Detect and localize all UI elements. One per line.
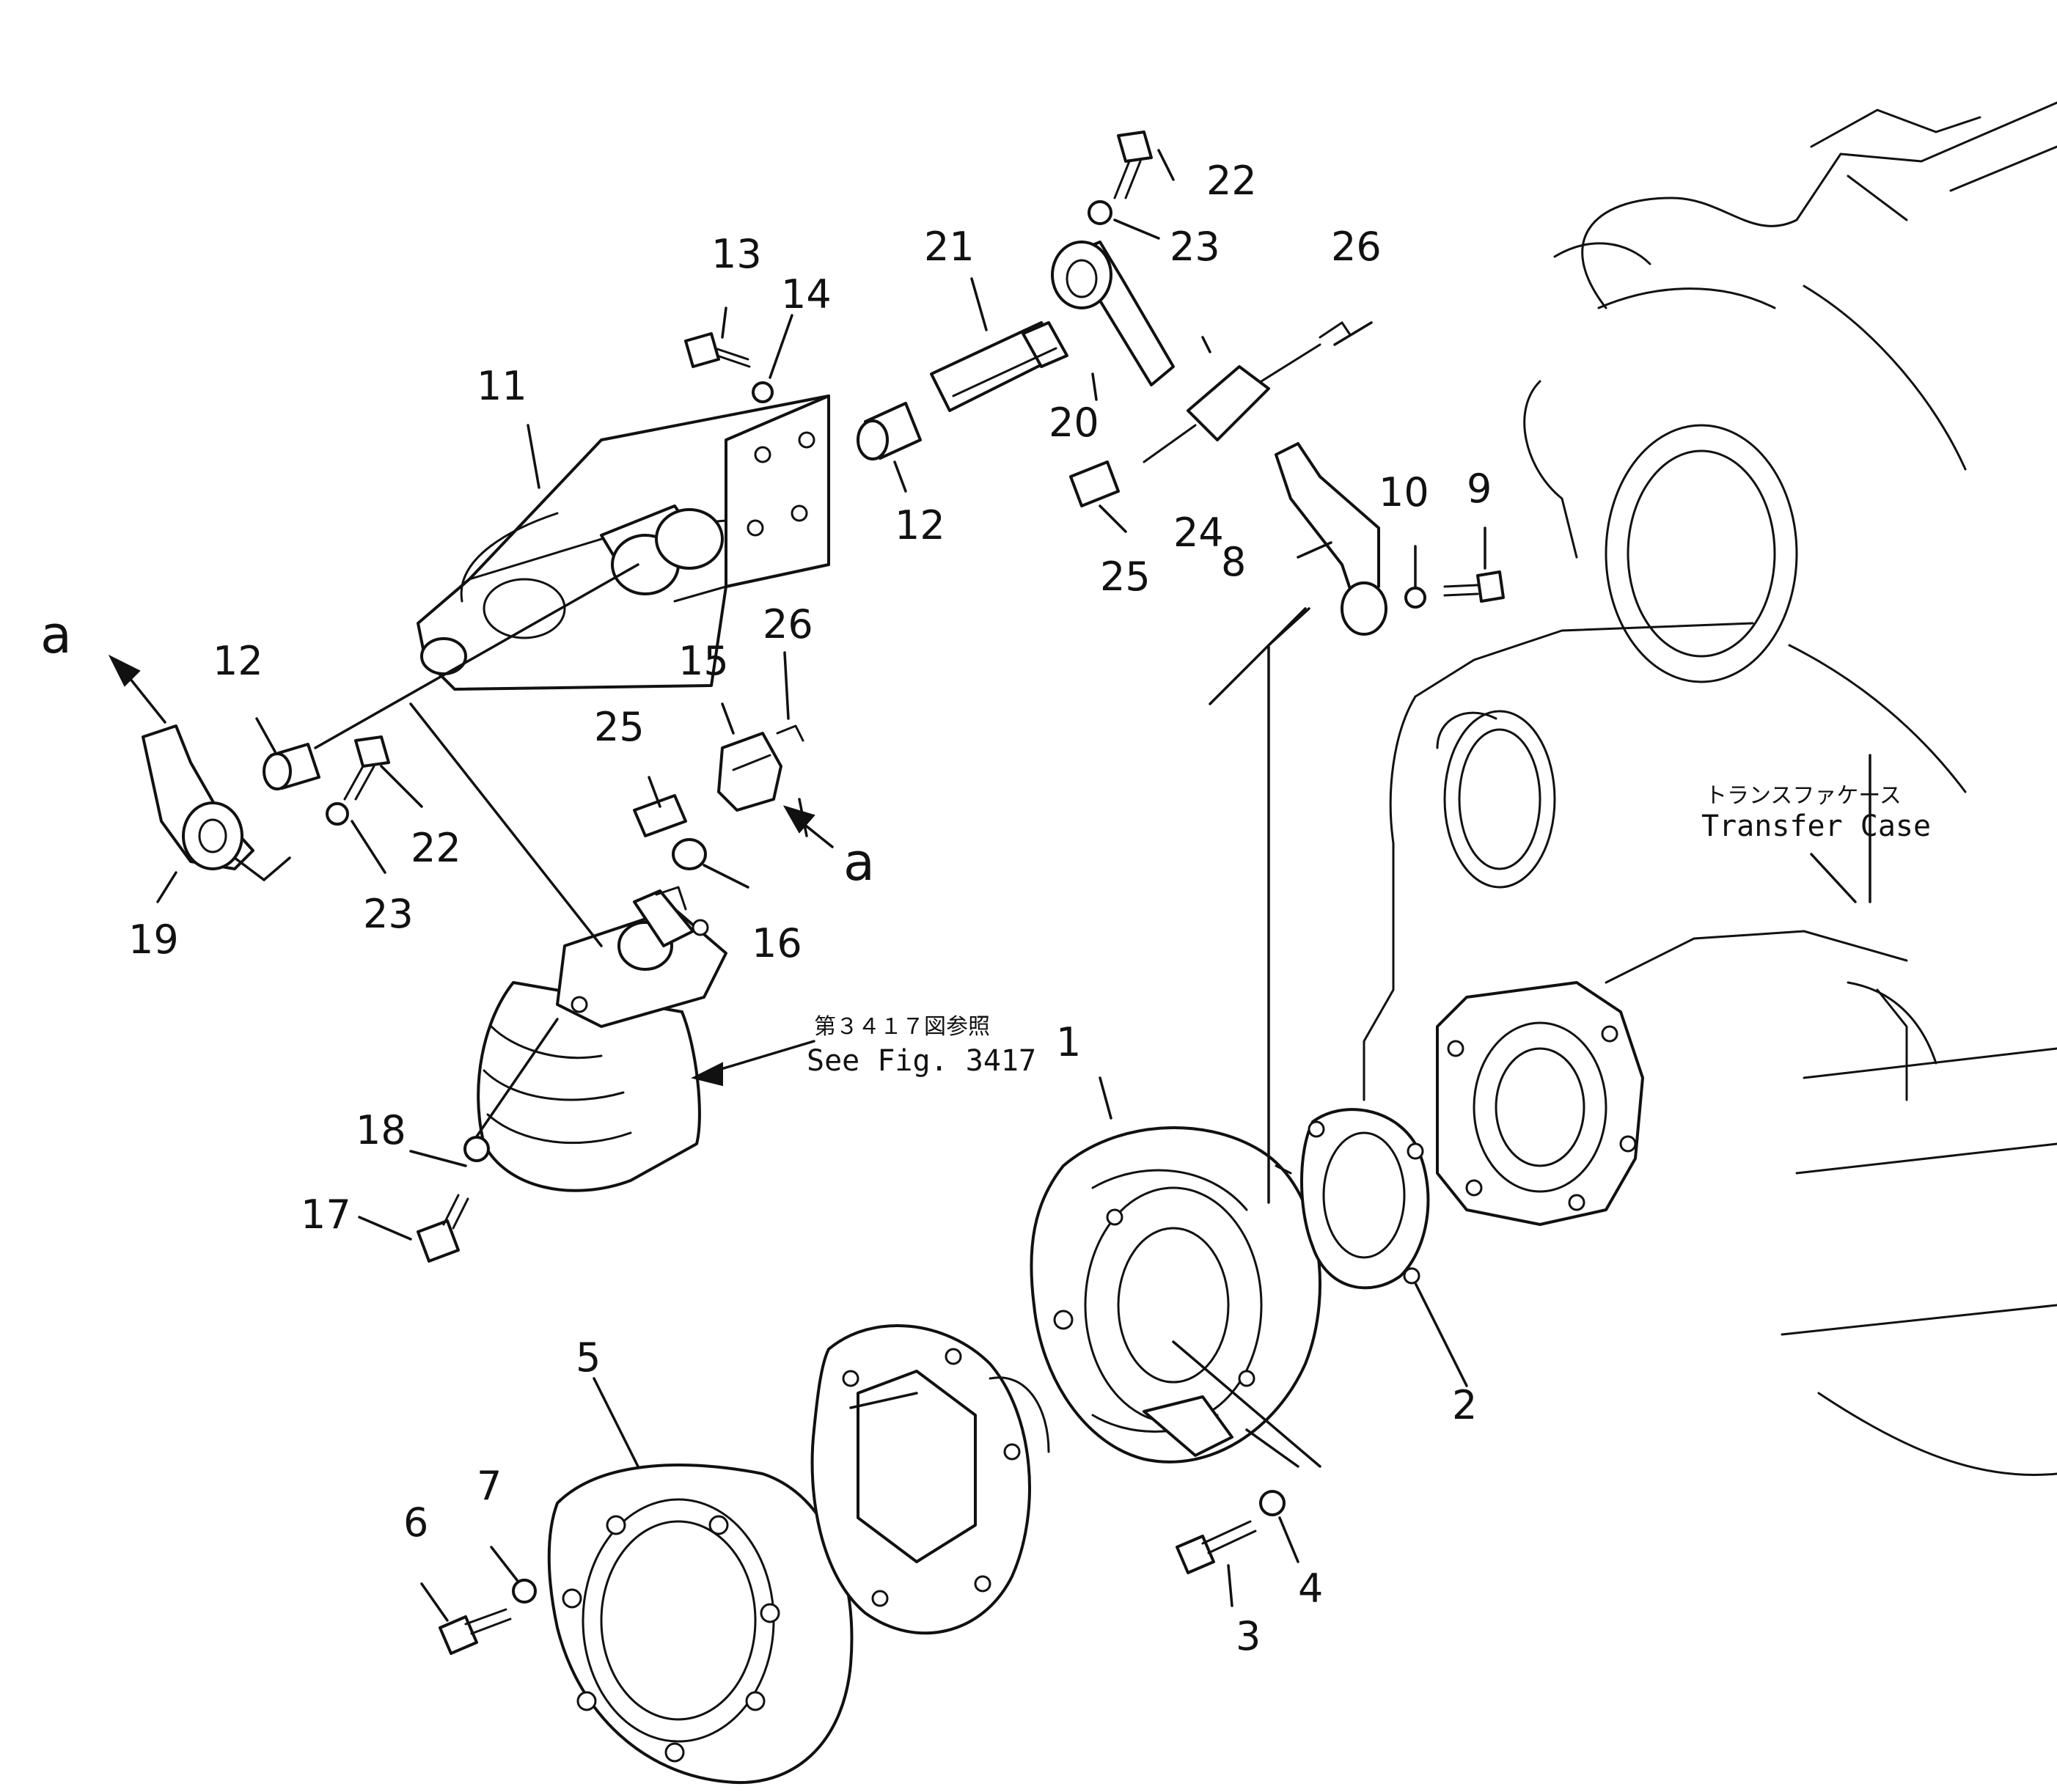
part-25-pin-lower	[633, 794, 687, 837]
part-25-pin-upper	[1069, 460, 1120, 507]
callout-11: 11	[477, 363, 527, 409]
callout-22-upper: 22	[1206, 158, 1257, 204]
part-2-gasket	[1300, 1108, 1430, 1290]
part-26-cotter-lower	[776, 724, 804, 742]
callout-13: 13	[711, 231, 762, 277]
callout-1: 1	[1056, 1019, 1081, 1065]
callout-4: 4	[1298, 1565, 1323, 1612]
part-19-lever	[142, 724, 254, 870]
callout-26-upper: 26	[1331, 224, 1382, 270]
transfer-case	[1363, 101, 2057, 1477]
part-23-washer-lower	[326, 802, 349, 826]
part-17-bolt	[417, 1194, 469, 1263]
part-22-bolt-lower	[343, 735, 390, 801]
callout-7: 7	[477, 1463, 502, 1509]
arrow-see-fig	[691, 1040, 815, 1087]
part-7-washer	[512, 1579, 537, 1604]
callout-19: 19	[128, 917, 179, 963]
assembly-lines	[233, 563, 1321, 1468]
reference-notes: 第３４１７図参照 See Fig. 3417 トランスファケース Transfe…	[807, 783, 1931, 1078]
callout-5: 5	[576, 1334, 601, 1381]
callout-labels: 1 2 3 4 5 6 7 8 9 10 11 12 12 13 14 15 1…	[40, 158, 1492, 1659]
callout-23-lower: 23	[363, 891, 414, 937]
part-12-bushing-lower	[263, 743, 320, 790]
callout-6: 6	[403, 1499, 428, 1546]
callout-10: 10	[1379, 469, 1429, 515]
arrow-a-left	[108, 654, 166, 724]
part-3-bolt	[1176, 1520, 1257, 1574]
callout-20: 20	[1049, 400, 1099, 446]
part-13-bolt	[684, 332, 751, 368]
part-26-cotter-upper	[1319, 321, 1351, 339]
part-1-brake-assembly	[1030, 1126, 1321, 1464]
part-21-shaft	[930, 321, 1068, 412]
part-5-drum	[547, 1464, 854, 1785]
transfer-case-label-en: Transfer Case	[1701, 809, 1931, 843]
callout-8: 8	[1221, 539, 1246, 585]
callout-21: 21	[924, 224, 975, 270]
brake-chamber	[477, 886, 727, 1192]
part-12-bushing-upper	[857, 402, 922, 460]
leader-lines	[156, 149, 1486, 1622]
part-23-washer-upper	[1088, 200, 1112, 225]
part-10-washer	[1404, 587, 1426, 609]
callout-12-upper: 12	[895, 502, 945, 548]
part-4-washer	[1259, 1490, 1286, 1516]
callout-a-left: a	[40, 605, 72, 665]
part-14-lock-washer	[752, 381, 774, 403]
callout-2: 2	[1452, 1382, 1477, 1428]
part-9-bolt	[1443, 570, 1505, 603]
part-24-clevis	[1143, 343, 1321, 463]
callout-12-lower: 12	[213, 638, 263, 684]
hub-flange	[810, 1324, 1050, 1635]
callout-15: 15	[678, 638, 729, 684]
callout-25-lower: 25	[594, 704, 645, 750]
callout-26-lower: 26	[763, 601, 813, 647]
part-22-bolt-upper	[1113, 131, 1153, 199]
callout-14: 14	[781, 271, 832, 317]
transfer-case-label-jp: トランスファケース	[1705, 783, 1902, 809]
callout-23-upper: 23	[1170, 224, 1220, 270]
part-8-arm	[1275, 442, 1387, 636]
callout-a-right: a	[843, 832, 875, 892]
arrow-a-right	[782, 805, 834, 848]
part-16-nut	[672, 838, 707, 870]
part-15-clevis	[717, 732, 782, 812]
see-fig-note-en: See Fig. 3417	[807, 1044, 1036, 1078]
callout-24: 24	[1173, 510, 1224, 556]
arrow-transfer-case	[1810, 754, 1871, 903]
callout-17: 17	[301, 1191, 351, 1238]
callout-18: 18	[356, 1107, 406, 1153]
callout-16: 16	[752, 920, 802, 966]
callout-9: 9	[1467, 466, 1492, 512]
part-20-lever	[1051, 240, 1175, 386]
part-11-bracket	[417, 394, 830, 691]
callout-22-lower: 22	[411, 825, 461, 871]
part-18-washer	[463, 1136, 490, 1162]
callout-25-upper: 25	[1100, 554, 1151, 600]
part-6-bolt	[439, 1608, 512, 1655]
see-fig-note-jp: 第３４１７図参照	[814, 1014, 990, 1040]
callout-3: 3	[1236, 1613, 1261, 1659]
